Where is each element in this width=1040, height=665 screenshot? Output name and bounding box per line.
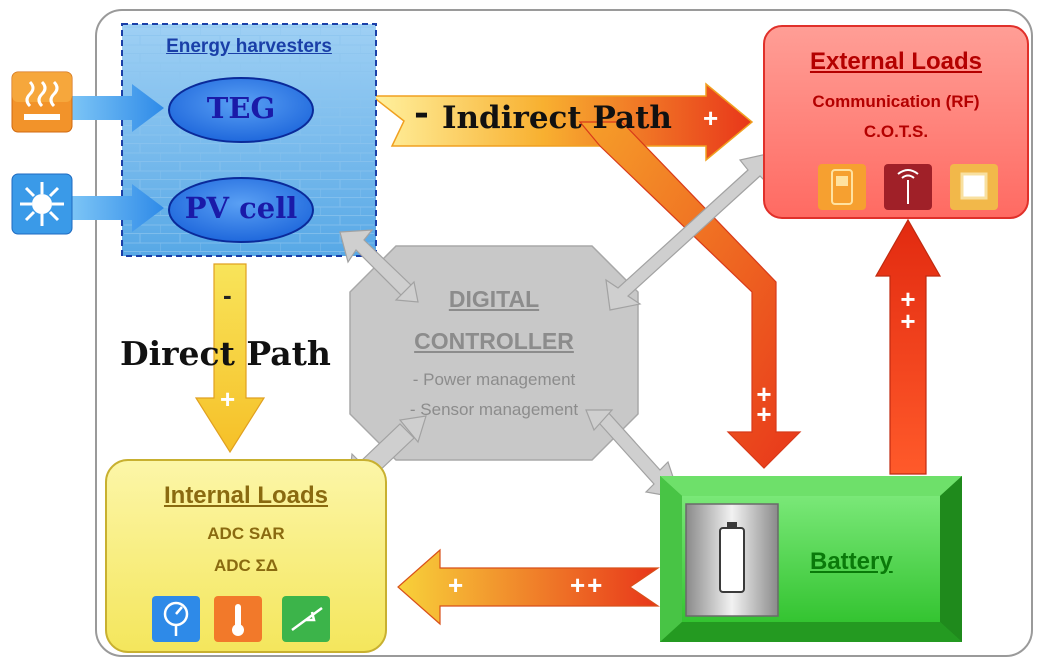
external-line-1: Communication (RF) [812, 92, 980, 111]
motion-icon [282, 596, 330, 642]
antenna-icon [884, 164, 932, 210]
phone-icon [818, 164, 866, 210]
pv-cell-label: PV cell [184, 191, 298, 225]
controller-line-2: - Sensor management [409, 400, 579, 419]
controller-title-2: CONTROLLER [414, 328, 574, 354]
internal-loads-title: Internal Loads [163, 482, 329, 509]
battery-icon [685, 503, 779, 617]
direct-minus: - [223, 280, 232, 310]
gauge-icon [152, 596, 200, 642]
external-line-2: C.O.T.S. [863, 122, 929, 141]
external-loads-title: External Loads [809, 48, 983, 75]
battery-out-plus-far: ++ [570, 570, 605, 600]
indirect-plus: + [703, 103, 719, 133]
teg-ellipse [168, 77, 314, 143]
indirect-path-arrow [369, 82, 754, 162]
sun-icon [11, 173, 73, 235]
teg-label: TEG [206, 91, 276, 125]
battery-label: Battery [810, 548, 893, 575]
indirect-to-battery-arrow [578, 121, 802, 469]
battery-to-external-arrow [874, 218, 942, 475]
battery-to-internal-arrow [397, 548, 660, 626]
thermometer-icon [214, 596, 262, 642]
direct-path-arrow [194, 263, 266, 454]
direct-path-label: Direct Path [120, 334, 331, 373]
pv-ellipse [168, 177, 314, 243]
indirect-minus: - [414, 92, 429, 134]
light-input-arrow [70, 184, 164, 232]
controller-title-1: DIGITAL [448, 286, 540, 312]
internal-line-2: ADC ΣΔ [214, 556, 278, 575]
harvesters-title: Energy harvesters [166, 36, 332, 57]
direct-plus: + [220, 384, 236, 414]
internal-line-1: ADC SAR [207, 524, 285, 543]
controller-octagon [349, 245, 639, 461]
to-external-plus: ++ [900, 284, 916, 336]
heat-icon [11, 71, 73, 133]
to-battery-plus: ++ [756, 379, 772, 429]
indirect-path-label: Indirect Path [442, 100, 672, 136]
controller-line-1: - Power management [412, 370, 576, 389]
chip-icon [950, 164, 998, 210]
battery-out-plus-near: + [448, 570, 464, 600]
heat-input-arrow [70, 84, 164, 132]
